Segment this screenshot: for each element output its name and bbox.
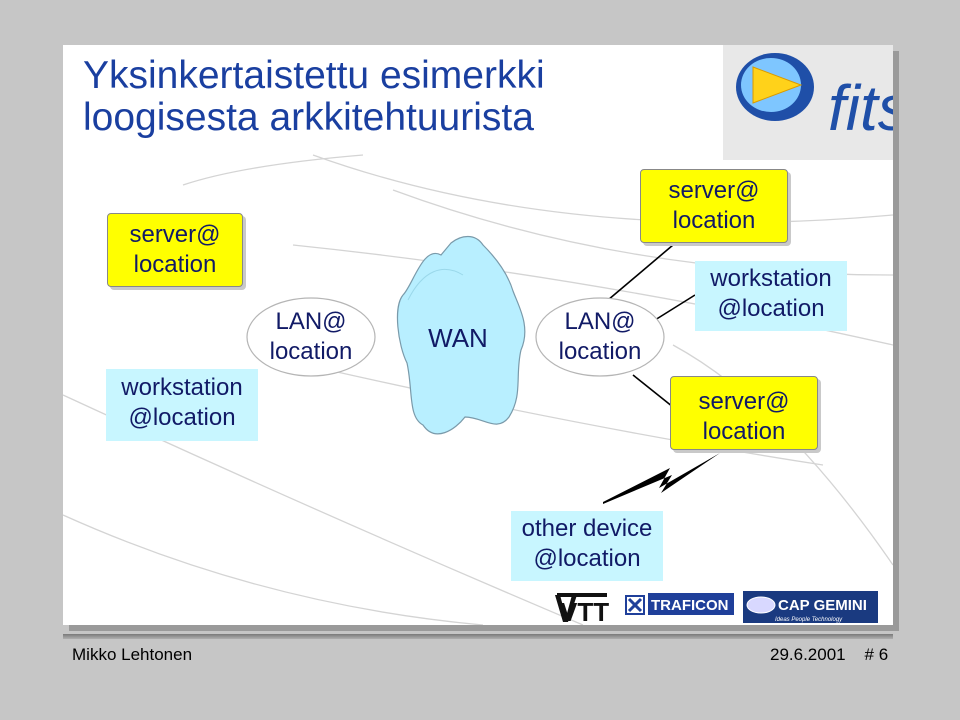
other-device-node: other device @location <box>511 511 663 581</box>
connector-lan-to-workstation <box>654 294 696 321</box>
workstation-node-right: workstation @location <box>695 261 847 331</box>
lan-node-right-line-1: LAN@ <box>564 308 636 335</box>
workstation-node-right-line-2: @location <box>717 295 825 322</box>
workstation-node-left-line-1: workstation <box>121 374 243 401</box>
footer-date-page: 29.6.2001 # 6 <box>770 645 889 664</box>
lan-node-left-line-1: LAN@ <box>275 308 347 335</box>
wan-node: WAN <box>413 323 503 355</box>
capgemini-logo-text: CAP GEMINI <box>778 597 867 614</box>
footer-author: Mikko Lehtonen <box>72 645 193 664</box>
server-node-bottom-right: server@ location <box>670 376 818 450</box>
wireless-link-icon <box>603 453 720 504</box>
workstation-node-right-line-1: workstation <box>710 265 832 292</box>
server-node-top-right: server@ location <box>640 169 788 243</box>
other-device-node-line-2: @location <box>533 545 641 572</box>
server-node-left: server@ location <box>107 213 243 287</box>
lan-right-ellipse <box>535 297 665 377</box>
slide: Yksinkertaistettu esimerkki loogisesta a… <box>63 45 893 625</box>
server-node-top-right-line-1: server@ <box>668 177 760 204</box>
traficon-logo-text: TRAFICON <box>651 597 729 614</box>
traficon-logo: TRAFICON <box>625 593 734 615</box>
workstation-node-left-line-2: @location <box>128 404 236 431</box>
slide-title: Yksinkertaistettu esimerkki loogisesta a… <box>83 55 545 139</box>
lan-left-ellipse <box>246 297 376 377</box>
lan-node-left: LAN@ location <box>263 307 359 369</box>
lan-node-right: LAN@ location <box>552 307 648 369</box>
footer-divider <box>63 634 893 639</box>
server-node-left-line-1: server@ <box>129 221 221 248</box>
capgemini-tagline: Ideas People Technology <box>775 617 843 623</box>
server-node-bottom-right-line-1: server@ <box>698 388 790 415</box>
connector-lan-to-server-top <box>607 244 674 301</box>
network-diagram: fits VTT TRAFICON CAP GEMINI Ideas Peopl… <box>246 53 893 625</box>
server-node-bottom-right-line-2: location <box>702 418 786 445</box>
connector-lan-to-server-bottom <box>632 374 674 408</box>
lan-node-right-line-2: location <box>558 338 642 365</box>
capgemini-logo: CAP GEMINI Ideas People Technology <box>743 591 878 623</box>
vtt-logo-text: VTT <box>560 597 609 625</box>
vtt-logo: VTT <box>555 593 609 625</box>
workstation-node-left: workstation @location <box>106 369 258 441</box>
wan-cloud <box>396 235 526 435</box>
title-line-1: Yksinkertaistettu esimerkki <box>83 54 545 97</box>
title-line-2: loogisesta arkkitehtuurista <box>83 96 534 139</box>
slide-footer <box>0 632 960 720</box>
wan-node-label: WAN <box>428 323 488 353</box>
other-device-node-line-1: other device <box>521 515 653 542</box>
connectors <box>607 244 696 408</box>
lan-node-left-line-2: location <box>269 338 353 365</box>
fits-logo-text: fits <box>828 72 893 144</box>
server-node-top-right-line-2: location <box>672 207 756 234</box>
server-node-left-line-2: location <box>133 251 217 278</box>
fits-logo: fits <box>736 53 893 144</box>
